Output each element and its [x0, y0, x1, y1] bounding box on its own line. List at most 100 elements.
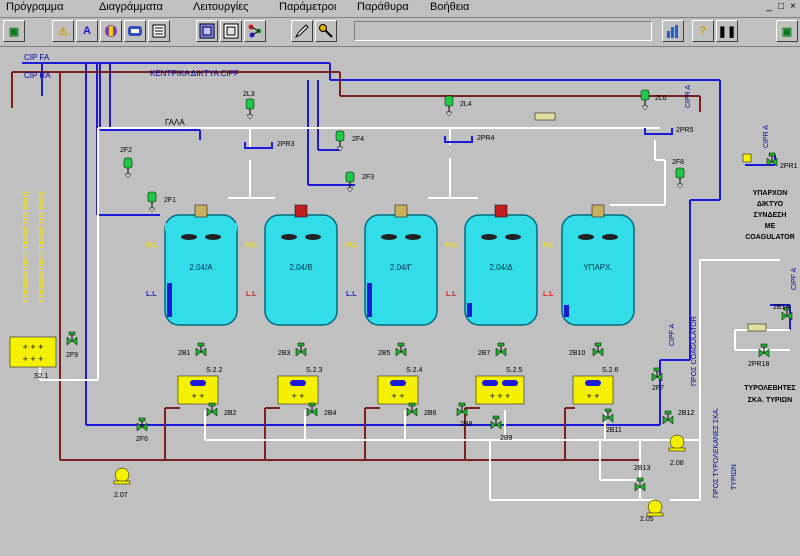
key-icon[interactable]: [315, 20, 337, 42]
pump-207[interactable]: [113, 467, 131, 485]
to-cheese-vats-label: ΠΡΟΣ ΤΥΡΟΛΕΚΑΝΕΣ ΣΚΑ.: [713, 407, 720, 498]
valve-2pr4: [444, 136, 473, 143]
tyrion-label: ΤΥΡΙΩΝ: [731, 464, 738, 490]
pause-icon[interactable]: ❚❚: [716, 20, 738, 42]
window-icon[interactable]: [220, 20, 242, 42]
pump-208-label: 2.08: [670, 460, 684, 467]
tank-1[interactable]: 2.04/Α: [164, 204, 238, 326]
valve-2pr3-label: 2PR3: [277, 141, 295, 148]
cip-ra-label: CIP RA: [24, 71, 51, 80]
menu-functions[interactable]: Λειτουργίες: [193, 1, 249, 13]
tank-4[interactable]: 2.04/Δ: [464, 204, 538, 326]
sensor-box-right: [742, 153, 752, 163]
pump-205[interactable]: [646, 499, 664, 517]
pump-205-label: 2.05: [640, 516, 654, 523]
station-s26[interactable]: + +: [572, 375, 614, 405]
valve-2b2: [206, 402, 218, 417]
valve-2b8: [456, 402, 468, 417]
valve-2b9: [490, 415, 502, 430]
svg-text:+ +: + +: [391, 391, 404, 401]
tank-1-high-level: Η.L: [146, 242, 158, 249]
valve-2pr5: [644, 128, 673, 135]
tank-3[interactable]: 2.04/Γ: [364, 204, 438, 326]
sensor-2f8-label: 2F8: [672, 159, 684, 166]
sensor-2f8: [675, 167, 685, 189]
valve-2b6: [406, 402, 418, 417]
valve-2pr18-label: 2PR18: [748, 361, 770, 368]
valve-2f9-label: 2F9: [66, 352, 78, 359]
tank-1-low-level: L.L: [146, 291, 157, 298]
menu-diagrams[interactable]: Διαγράμματα: [99, 1, 163, 13]
cipf-a-right-label: CIPF A: [791, 267, 798, 290]
station-s21-label: S2.1: [34, 373, 49, 380]
milk-line-1-label: ΓΡΑΜΜΗ ΠΑΣΤ. ΓΑΛΑΚΤΟΣ (No1): [23, 191, 30, 302]
existing-label: ΥΠΑΡΧΟΝ: [753, 190, 788, 197]
valve-2b4: [306, 402, 318, 417]
close-icon[interactable]: ×: [790, 1, 796, 12]
flow-meter: [534, 112, 556, 121]
valve-2b2-label: 2B2: [224, 410, 237, 417]
tank-2-low-level: L.L: [246, 291, 257, 298]
pen-icon[interactable]: [291, 20, 313, 42]
grid-icon[interactable]: [196, 20, 218, 42]
status-field: [354, 21, 652, 41]
with-label: ΜΕ: [765, 223, 776, 230]
valve-2f6: [136, 417, 148, 432]
station-s25[interactable]: + + +: [475, 375, 525, 405]
chart-icon[interactable]: [662, 20, 684, 42]
tools-icon[interactable]: [100, 20, 122, 42]
valve-2b9-label: 2B9: [500, 435, 513, 442]
sensor-2l4-label: 2L4: [460, 101, 472, 108]
valve-2b4-label: 2B4: [324, 410, 337, 417]
station-s21[interactable]: + + + + + +: [9, 336, 57, 368]
connection-label: ΣΥΝΔΕΣΗ: [754, 212, 787, 219]
station-s22[interactable]: + +: [177, 375, 219, 405]
valve-2b1-label: 2B1: [178, 350, 191, 357]
network-icon[interactable]: [244, 20, 266, 42]
disk-icon[interactable]: [124, 20, 146, 42]
tank-5-name: ΥΠΑΡΧ.: [583, 263, 612, 272]
tank-5[interactable]: ΥΠΑΡΧ.: [561, 204, 635, 326]
maximize-icon[interactable]: □: [777, 1, 785, 12]
station-s25-label: S.2.5: [506, 367, 522, 374]
warning-icon[interactable]: ⚠: [52, 20, 74, 42]
exit-icon[interactable]: ▣: [776, 20, 798, 42]
tank-5-low-level: L.L: [543, 291, 554, 298]
help-icon[interactable]: ?: [692, 20, 714, 42]
svg-text:+ + +: + + +: [23, 342, 44, 352]
cheese-vats-label: ΤΥΡΟΛΕΒΗΤΕΣ: [744, 385, 795, 392]
svg-text:+ + +: + + +: [490, 391, 511, 401]
tank-2-high-level: Η.L: [246, 242, 258, 249]
valve-2b3-label: 2B3: [278, 350, 291, 357]
svg-text:+ +: + +: [586, 391, 599, 401]
valve-2f9: [66, 331, 78, 346]
station-s24-label: S.2.4: [406, 367, 422, 374]
sensor-2l6: [640, 89, 650, 111]
valve-2f6-label: 2F6: [136, 436, 148, 443]
pump-208[interactable]: [668, 434, 686, 452]
valve-2f7-label: 2F7: [652, 385, 664, 392]
valve-2b5: [395, 342, 407, 357]
valve-2b6-label: 2B6: [424, 410, 437, 417]
list-icon[interactable]: [148, 20, 170, 42]
menu-help[interactable]: Βοήθεια: [430, 1, 470, 13]
station-s24[interactable]: + +: [377, 375, 419, 405]
tank-4-low-level: L.L: [446, 291, 457, 298]
to-coagulator-label: ΠΡΟΣ COAGULATOR: [691, 316, 698, 386]
app-icon[interactable]: ▣: [3, 20, 25, 42]
sensor-2f4-label: 2F4: [352, 136, 364, 143]
menu-program[interactable]: Πρόγραμμα: [6, 1, 64, 13]
text-a-icon[interactable]: A: [76, 20, 98, 42]
valve-2b14-label: 2B14: [773, 304, 789, 311]
tank-2-name: 2.04/Β: [289, 263, 312, 272]
tank-2[interactable]: 2.04/Β: [264, 204, 338, 326]
valve-2b10-label: 2B10: [569, 350, 585, 357]
valve-2pr5-label: 2PR5: [676, 127, 694, 134]
station-s23[interactable]: + +: [277, 375, 319, 405]
minimize-icon[interactable]: _: [766, 1, 772, 12]
valve-2b3: [295, 342, 307, 357]
menu-windows[interactable]: Παράθυρα: [357, 1, 409, 13]
menu-parameters[interactable]: Παράμετροι: [279, 1, 337, 13]
sensor-2l3: [245, 98, 255, 120]
flow-meter-right: [747, 323, 767, 332]
